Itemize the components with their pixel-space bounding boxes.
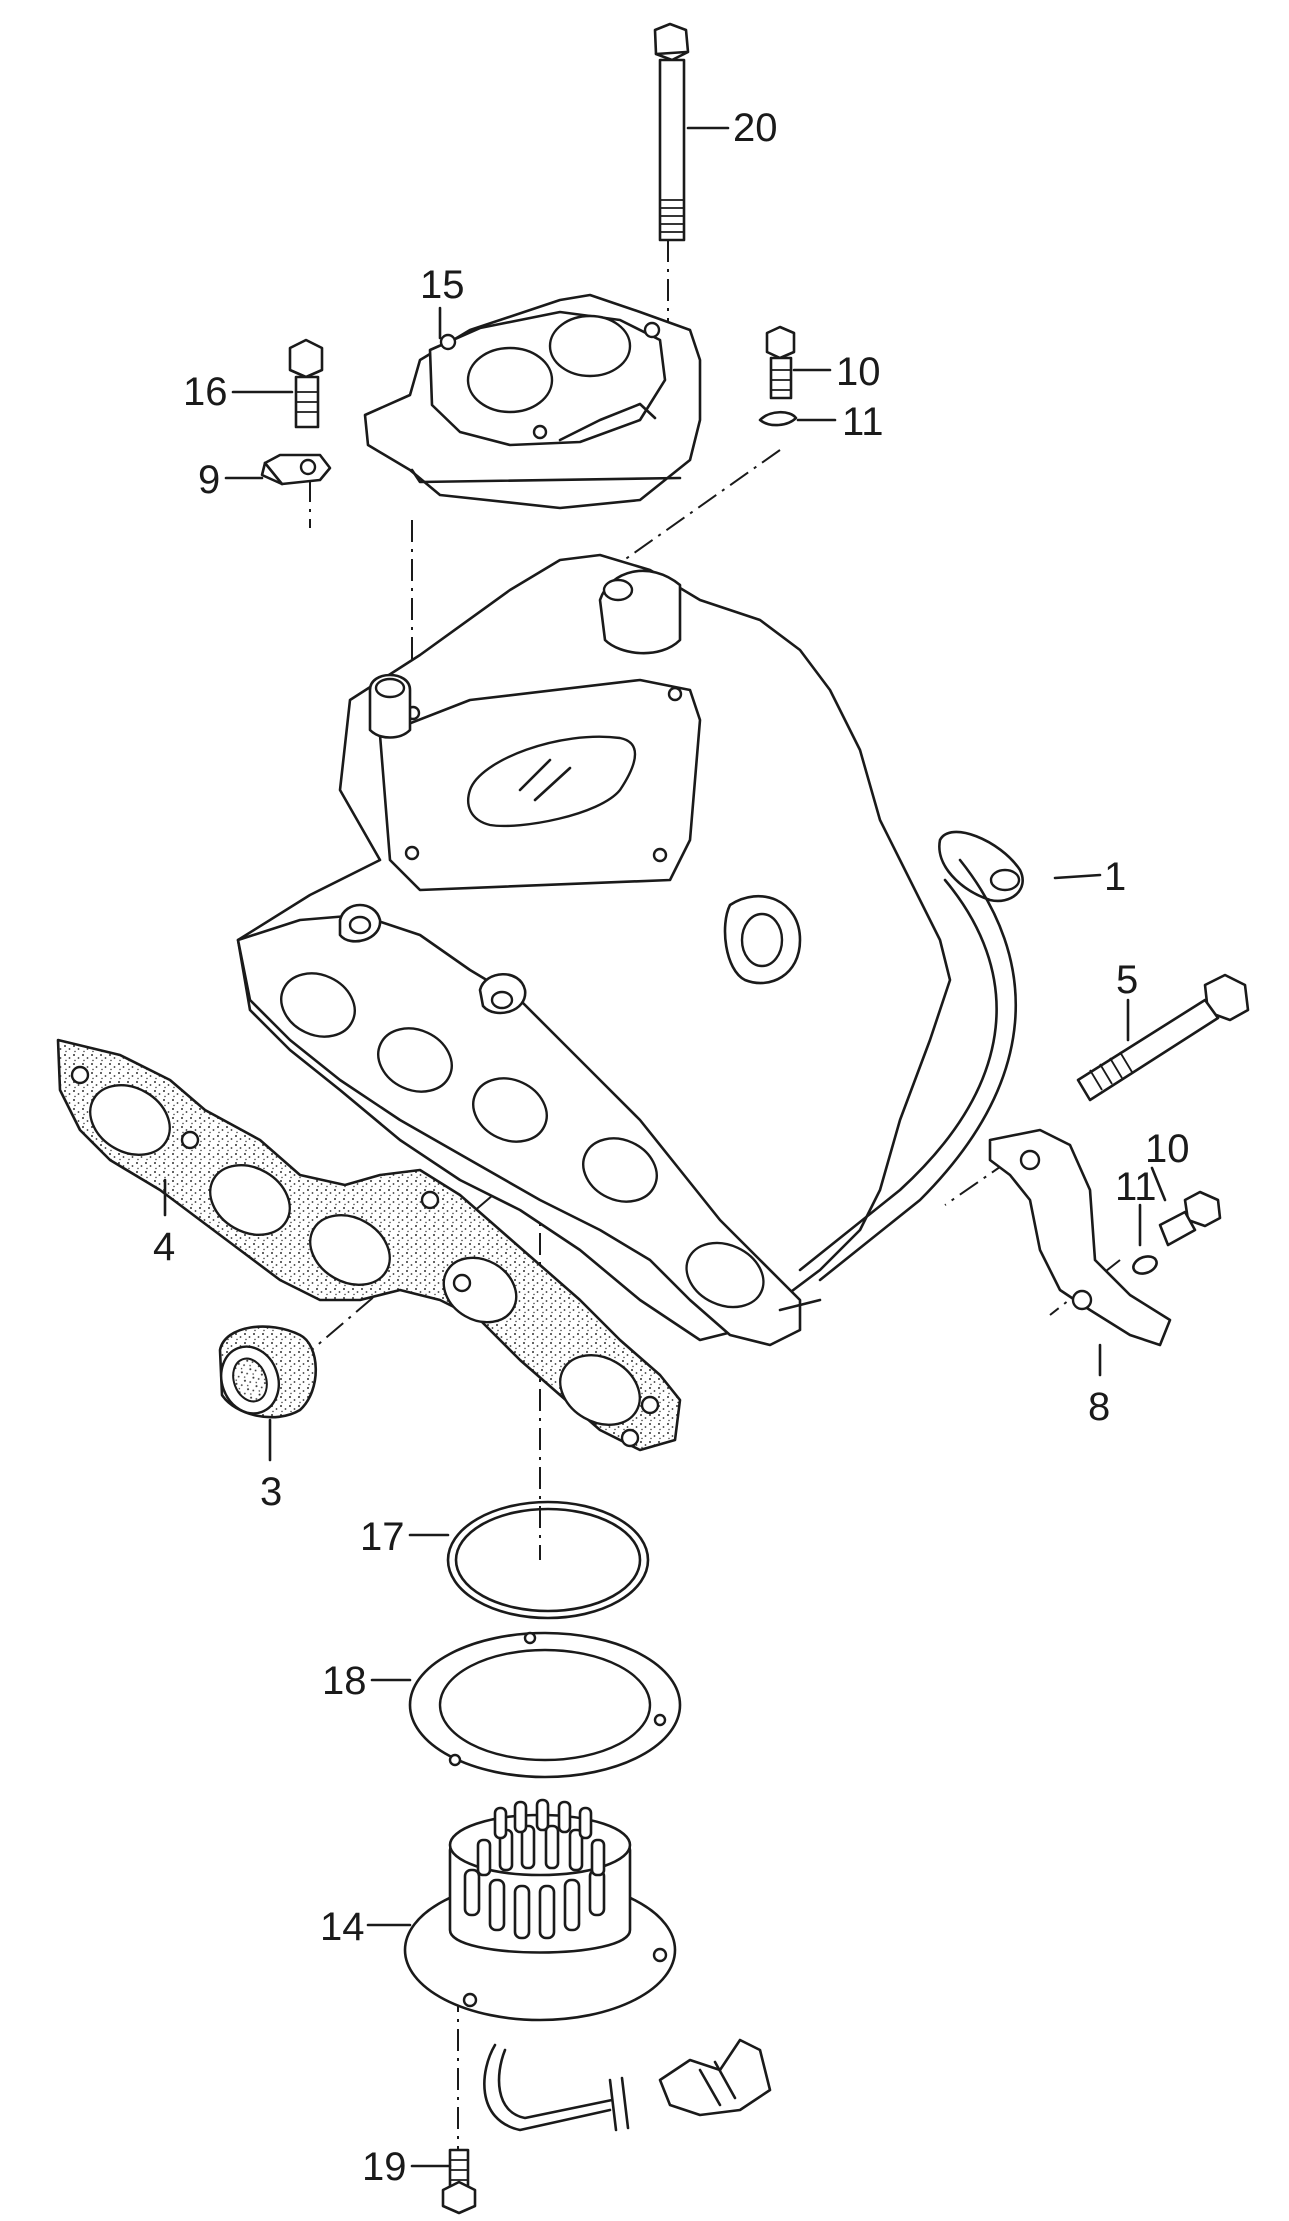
callout-18: 18 [322,1659,367,1703]
throttle-flange-14 [363,293,702,510]
o-ring-17 [446,1500,650,1620]
leader-lines [163,126,1167,2168]
washer-11-lower [1132,1255,1158,1275]
callout-17: 17 [360,1515,405,1559]
clip-9 [260,453,332,486]
callout-14: 15 [420,263,465,307]
callout-20: 20 [733,106,778,150]
bolt-10-lower [1158,1190,1222,1247]
callout-19: 19 [362,2145,407,2189]
callout-1: 1 [1104,855,1126,899]
bolt-10-upper [765,325,796,400]
preheater-16 [403,1798,772,2132]
callout-9: 9 [198,458,220,502]
callout-3: 3 [260,1470,282,1514]
callout-labels: 20 15 16 9 10 11 1 5 10 11 4 8 3 17 18 1… [153,106,1190,2189]
callout-16: 14 [320,1905,365,1949]
sleeve-3 [218,1325,318,1419]
bracket-8 [988,1128,1172,1347]
washer-11-upper [758,410,798,427]
callout-11-lower: 11 [1115,1165,1157,1209]
bolt-15 [288,338,324,429]
manifold-gasket-4 [56,1038,682,1452]
callout-8: 8 [1088,1385,1110,1429]
callout-11-upper: 11 [842,400,884,444]
bolt-19 [441,2148,477,2215]
heater-pins [463,1798,606,1940]
bolt-5 [1076,973,1250,1102]
callout-15: 16 [183,370,228,414]
callout-10-upper: 10 [836,350,881,394]
callout-5: 5 [1116,958,1138,1002]
intake-manifold-1 [236,553,1024,1347]
callout-10-lower: 10 [1145,1127,1190,1171]
gasket-18 [408,1631,682,1779]
stud-bolt-20 [653,22,690,242]
callout-4: 4 [153,1225,175,1269]
